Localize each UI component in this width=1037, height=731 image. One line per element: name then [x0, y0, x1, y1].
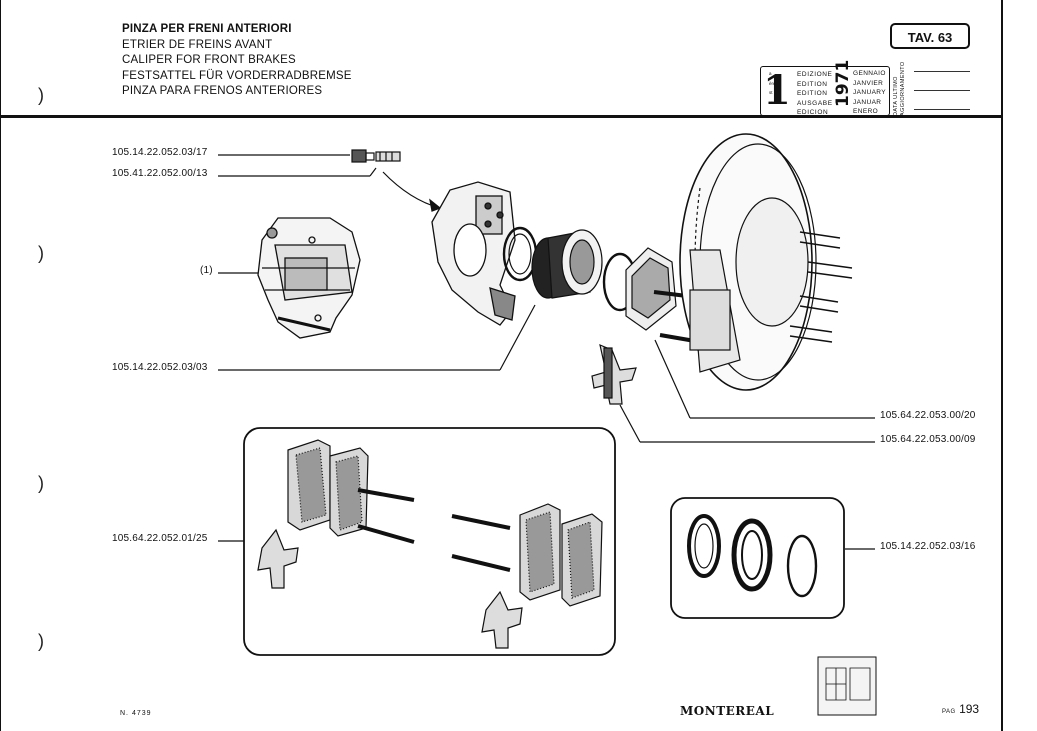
- part-label-caliper-assembly: (1): [200, 265, 213, 276]
- caliper-half: [431, 181, 516, 326]
- page-label: PAG: [942, 709, 956, 715]
- binder-hole: ): [38, 243, 44, 263]
- page-number: PAG 193: [942, 702, 979, 716]
- arrow-head: [429, 198, 442, 212]
- update-line: [914, 71, 970, 72]
- update-line: [914, 109, 970, 110]
- part-number-piston: 105.14.22.052.03/03: [112, 362, 208, 373]
- page-title: PINZA PER FRENI ANTERIORI ETRIER DE FREI…: [122, 22, 352, 100]
- part-number-bleed-screw: 105.14.22.052.03/17: [112, 147, 208, 158]
- right-margin-line: [1001, 0, 1003, 731]
- leader-line: [499, 304, 536, 371]
- part-number-seal-kit: 105.14.22.052.03/16: [880, 541, 976, 552]
- edition-ordinals: a ère st ra: [769, 71, 776, 105]
- binder-hole: ): [38, 85, 44, 105]
- page-value: 193: [959, 702, 980, 716]
- title-german: FESTSATTEL FÜR VORDERRADBREMSE: [122, 69, 352, 82]
- title-italian: PINZA PER FRENI ANTERIORI: [122, 23, 292, 35]
- part-number-pad-pin: 105.64.22.053.00/20: [880, 410, 976, 421]
- part-number-pad-kit: 105.64.22.052.01/25: [112, 533, 208, 544]
- title-spanish: PINZA PARA FRENOS ANTERIORES: [122, 85, 323, 97]
- binder-hole: ): [38, 473, 44, 493]
- edition-months: GENNAIO JANVIER JANUARY JANUAR ENERO: [853, 70, 887, 115]
- pad-kit-contents: [257, 439, 603, 649]
- update-line: [914, 90, 970, 91]
- brake-pad: [625, 247, 677, 331]
- brake-disc: [679, 133, 853, 391]
- title-english: CALIPER FOR FRONT BRAKES: [122, 54, 296, 66]
- piston: [531, 229, 603, 299]
- edition-number: 1: [763, 67, 791, 114]
- binder-hole: ): [38, 631, 44, 651]
- left-margin-line: [0, 0, 1, 731]
- leader-line: [654, 339, 691, 419]
- manufacturer-logo: [817, 656, 877, 716]
- table-number-badge: TAV. 63: [890, 23, 970, 49]
- header-rule: [0, 115, 1001, 118]
- edition-labels: EDIZIONE EDITION EDITION AUSGABE EDICION: [797, 71, 833, 116]
- seal-ring-inner: [508, 233, 532, 275]
- leader-line: [369, 167, 377, 177]
- edition-box: 1 a ère st ra EDIZIONE EDITION EDITION A…: [760, 60, 890, 116]
- leader-line: [619, 404, 641, 443]
- pad-kit-frame: [243, 427, 616, 656]
- seal-kit-contents: [687, 514, 818, 598]
- spring-clip: [591, 344, 637, 405]
- part-number-spring-clip: 105.64.22.053.00/09: [880, 434, 976, 445]
- part-number-screw-cap: 105.41.22.052.00/13: [112, 168, 208, 179]
- assembled-caliper: [257, 217, 361, 339]
- title-french: ETRIER DE FREINS AVANT: [122, 38, 273, 51]
- brand-name: MONTEREAL: [680, 704, 775, 718]
- seal-kit-frame: [670, 497, 845, 619]
- bleed-screw: [351, 149, 401, 163]
- drawing-number: N. 4739: [120, 710, 152, 717]
